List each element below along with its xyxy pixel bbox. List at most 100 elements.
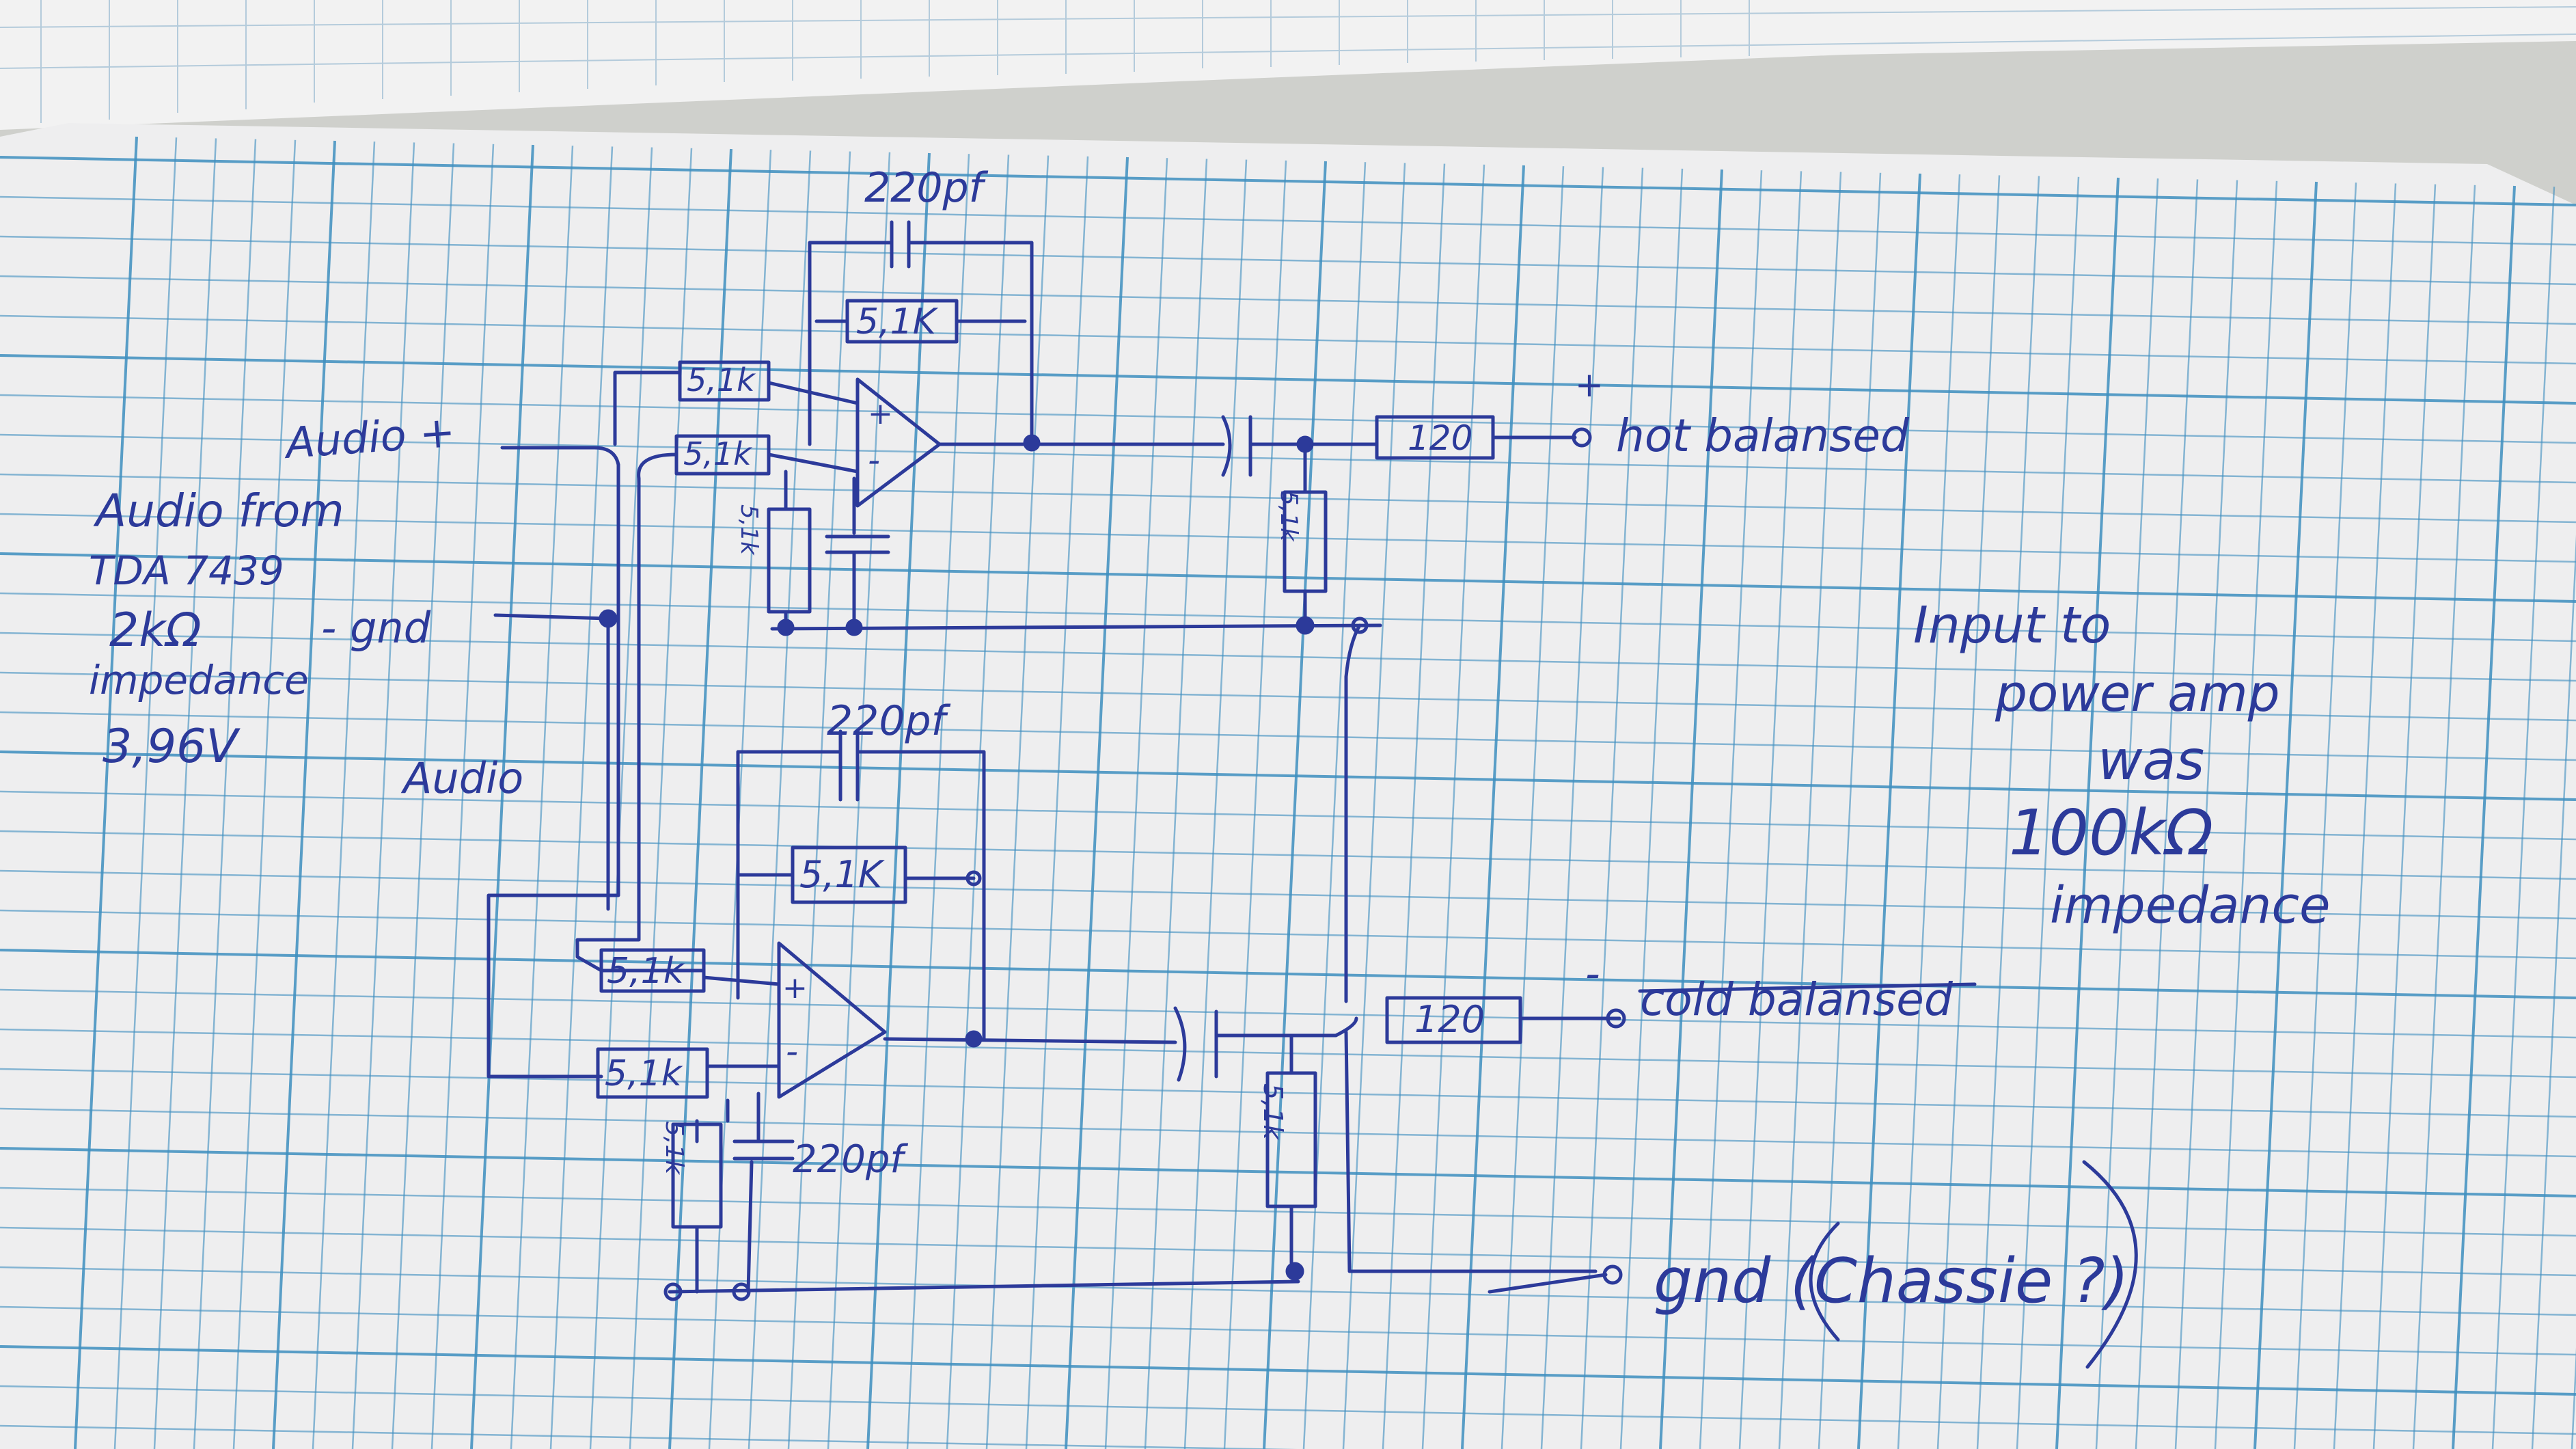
grid-line xyxy=(0,949,2576,999)
source-line-1: Audio from xyxy=(93,485,344,537)
bottom-out-shunt-node xyxy=(1285,1262,1304,1281)
top-ground-node-1 xyxy=(777,619,795,636)
grid-line xyxy=(0,869,2576,920)
top-feedback-res-label: 5,1K xyxy=(856,301,939,342)
bottom-feedback-res-label: 5,1K xyxy=(799,853,885,896)
top-coupling-cap-a xyxy=(1221,415,1232,477)
grid-line xyxy=(1065,157,1129,1449)
bottom-output-wire xyxy=(883,1037,1177,1044)
source-line-2: TDA 7439 xyxy=(89,547,284,594)
audio-plus-wire xyxy=(500,446,620,467)
bottom-shunt-cap-wire xyxy=(746,1092,761,1294)
grid-line xyxy=(0,473,2576,524)
grid-line xyxy=(272,140,336,1449)
grid-line xyxy=(2214,180,2278,1449)
grid-line xyxy=(549,146,614,1449)
grid-line xyxy=(0,1226,2576,1277)
grid-line xyxy=(1223,160,1287,1449)
grid-line xyxy=(0,1424,1298,1449)
bottom-after-cap-wire xyxy=(1214,1016,1358,1038)
graph-paper xyxy=(0,123,2576,1449)
top-in-res-plus-label: 5,1k xyxy=(687,362,756,398)
bottom-feedback-wire-res xyxy=(736,873,976,880)
grid-line xyxy=(1659,169,1723,1449)
bottom-opamp-plus-sign: + xyxy=(782,971,808,1005)
top-ground-node-2 xyxy=(845,619,863,636)
grid-line xyxy=(0,1068,2576,1118)
grid-line xyxy=(0,513,2576,563)
grid-line xyxy=(0,1266,2576,1316)
top-in-res-minus-label: 5,1k xyxy=(683,435,753,472)
source-line-4: impedance xyxy=(89,657,309,703)
grid-line xyxy=(1382,163,1446,1449)
grid-line xyxy=(0,1147,2576,1197)
grid-line xyxy=(0,750,2576,801)
grid-line xyxy=(1699,170,1763,1449)
right-bus-node xyxy=(1351,617,1369,634)
grid-line xyxy=(1580,167,1644,1449)
grid-line xyxy=(312,141,376,1449)
top-cap-label: 220pf xyxy=(864,164,989,212)
schematic-ink: + - xyxy=(487,220,2138,1369)
grid-line xyxy=(668,148,732,1449)
grid-line xyxy=(1342,163,1406,1449)
grid-line xyxy=(985,155,1050,1449)
grid-line xyxy=(0,433,2576,484)
grid-lines xyxy=(0,136,2576,1449)
bottom-shunt-resistor xyxy=(671,1122,723,1229)
source-line-3: 2kΩ xyxy=(109,604,202,658)
grid-line xyxy=(391,143,455,1449)
grid-line xyxy=(1976,176,2040,1449)
grid-line xyxy=(1778,172,1842,1449)
grid-line xyxy=(0,909,2576,960)
bottom-feedback-wire-cap xyxy=(736,750,986,1041)
grid-line xyxy=(0,275,2576,325)
grid-line xyxy=(1144,159,1208,1449)
grid-line xyxy=(2491,187,2556,1449)
grid-line xyxy=(510,146,574,1449)
top-series-res-label: 120 xyxy=(1408,418,1472,458)
input-bus-a xyxy=(575,452,706,973)
bottom-feedback-node xyxy=(965,870,982,886)
grid-line xyxy=(906,154,970,1449)
grid-line xyxy=(2135,179,2199,1449)
grid-line xyxy=(430,144,495,1449)
grid-line xyxy=(0,1187,2576,1237)
grid-line xyxy=(1897,174,1961,1449)
grid-line xyxy=(0,235,2576,286)
grid-line xyxy=(2412,185,2476,1449)
gnd-node xyxy=(599,609,618,628)
grid-line xyxy=(2531,534,2576,1449)
note-line-1: Input to xyxy=(1913,596,2111,655)
bottom-shunt-cap-label: 220pf xyxy=(793,1137,908,1182)
gnd-chassis-wire xyxy=(1488,1273,1608,1294)
grid-line xyxy=(1263,161,1327,1449)
cold-minus-sign: - xyxy=(1585,950,1600,998)
grid-line xyxy=(1025,156,1089,1449)
audio-plus-label: Audio + xyxy=(282,407,456,468)
grid-line xyxy=(2016,176,2080,1449)
bottom-output-node xyxy=(965,1030,983,1048)
note-line-4: 100kΩ xyxy=(2009,796,2213,869)
grid-line xyxy=(2174,180,2238,1449)
top-shunt-res-label: 5,1k xyxy=(735,504,763,556)
grid-line xyxy=(1857,173,1921,1449)
bottom-opamp-symbol xyxy=(777,941,887,1099)
grid-line xyxy=(0,711,2576,761)
top-output-node xyxy=(1023,434,1041,452)
bottom-out-shunt-res-label: 5,1k xyxy=(1258,1083,1288,1141)
top-ground-bus xyxy=(770,623,1382,631)
cold-label: cold balansed xyxy=(1640,973,1954,1026)
grid-line xyxy=(1302,162,1367,1449)
grid-line xyxy=(232,139,297,1449)
grid-line xyxy=(2372,184,2437,1449)
top-opamp-symbol xyxy=(855,377,942,508)
grid-line xyxy=(0,552,2576,603)
grid-line xyxy=(1540,167,1604,1449)
grid-line xyxy=(0,1345,2576,1396)
grid-line xyxy=(1936,175,2001,1449)
top-out-shunt-res-label: 5,1k xyxy=(1275,491,1302,542)
grid-line xyxy=(1183,159,1248,1449)
bottom-ground-node-1 xyxy=(663,1282,683,1301)
background-sheet xyxy=(0,0,2576,130)
